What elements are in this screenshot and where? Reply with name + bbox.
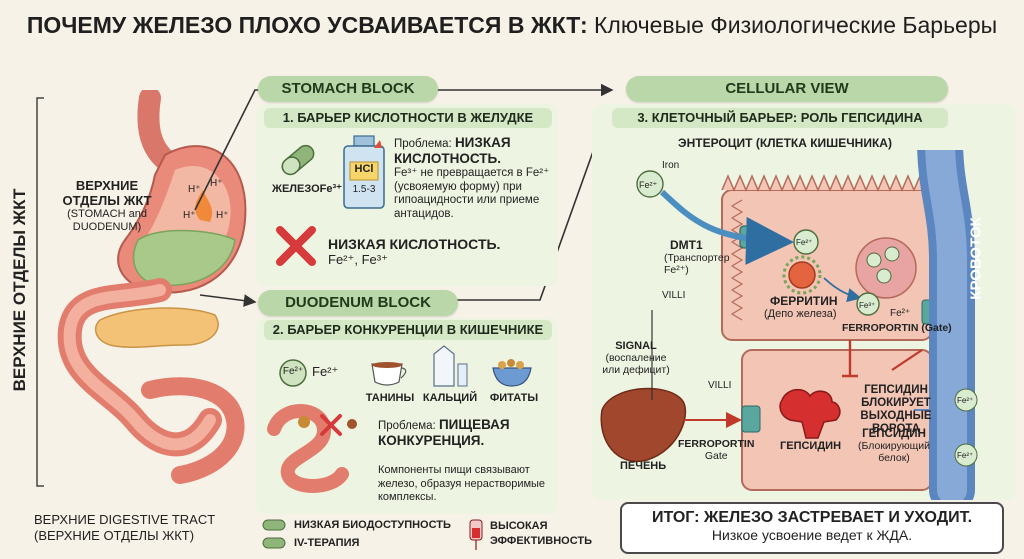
stomach-label-sub: (STOMACH and DUODENUM) <box>67 208 147 233</box>
result-box: ИТОГ: ЖЕЛЕЗО ЗАСТРЕВАЕТ И УХОДИТ. Низкое… <box>620 502 1004 554</box>
tea-cup-icon <box>371 362 407 386</box>
red-x-icon <box>276 226 316 266</box>
result-sub: Низкое усвоение ведет к ЖДА. <box>711 527 913 543</box>
ferritin-label: ФЕРРИТИН <box>770 294 838 308</box>
intestine-blocked-icon <box>267 404 357 493</box>
page-title: ПОЧЕМУ ЖЕЛЕЗО ПЛОХО УСВАИВАЕТСЯ В ЖКТ: К… <box>0 12 1024 39</box>
fe-circle-icon <box>279 359 307 387</box>
liver-label: ПЕЧЕНЬ <box>620 460 667 472</box>
hcl-label: HCl <box>354 163 374 175</box>
svg-text:Fe²⁺: Fe²⁺ <box>796 238 812 247</box>
food-item-2: КАЛЬЦИЙ <box>422 392 478 404</box>
stomach-label: ВЕРХНИЕ ОТДЕЛЫ ЖКТ (STOMACH and DUODENUM… <box>52 178 162 234</box>
signal-label: SIGNAL (воспаление или дефицит) <box>596 340 676 376</box>
villi-label-1: VILLI <box>662 290 686 301</box>
ferroportin-gate-text: FERROPORTIN (Gate) <box>842 322 952 334</box>
svg-text:Fe²⁺: Fe²⁺ <box>957 396 973 405</box>
ferroportin2-label: FERROPORTIN Gate <box>678 438 754 462</box>
cellular-heading: 3. КЛЕТОЧНЫЙ БАРЬЕР: РОЛЬ ГЕПСИДИНА <box>612 108 948 128</box>
duodenum-heading: 2. БАРЬЕР КОНКУРЕНЦИИ В КИШЕЧНИКЕ <box>264 320 552 340</box>
legend-item-2: IV-ТЕРАПИЯ <box>294 537 360 549</box>
duodenum-block-pill: DUODENUM BLOCK <box>258 290 458 316</box>
ferroportin-gate-label: FERROPORTIN (Gate) <box>842 322 952 334</box>
capsule-legend-icon-1 <box>262 519 286 531</box>
bottom-title: ВЕРХНИЕ DIGESTIVE TRACT <box>34 512 216 527</box>
stomach-heading: 1. БАРЬЕР КИСЛОТНОСТИ В ЖЕЛУДКЕ <box>264 108 552 128</box>
result-bold: ИТОГ: ЖЕЛЕЗО ЗАСТРЕВАЕТ И УХОДИТ. <box>651 509 973 526</box>
hplus-4: H⁺ <box>216 210 229 221</box>
bloodstream-label: КРОВОТОК <box>967 217 985 300</box>
fe-circle-text: Fe²⁺ <box>282 366 304 377</box>
duodenum-problem-bold: ПИЩЕВАЯ КОНКУРЕНЦИЯ. <box>378 417 510 448</box>
fe2-plain: Fe²⁺ <box>890 308 911 319</box>
food-item-3: ФИТАТЫ <box>489 392 539 404</box>
hplus-3: H⁺ <box>183 210 196 221</box>
hepcidin-blocks-label: ГЕПСИДИН БЛОКИРУЕТ ВЫХОДНЫЕ ВОРОТА <box>860 384 932 435</box>
iron-label: ЖЕЛЕЗОFe³⁺ <box>272 183 342 195</box>
duodenum-problem: Проблема: ПИЩЕВАЯ КОНКУРЕНЦИЯ. <box>378 418 554 449</box>
left-bracket <box>36 97 44 487</box>
svg-text:Fe³⁺: Fe³⁺ <box>859 301 875 310</box>
low-acidity-bold: НИЗКАЯ КИСЛОТНОСТЬ. <box>328 236 501 252</box>
hepcidin2-sub: (Блокирующий белок) <box>857 440 931 464</box>
enterocyte-diagram: Fe²⁺ Fe²⁺ Fe³⁺ Fe²⁺ Fe²⁺ <box>600 150 978 500</box>
title-bold: ПОЧЕМУ ЖЕЛЕЗО ПЛОХО УСВАИВАЕТСЯ В ЖКТ: <box>26 12 588 38</box>
hcl-bottle-icon <box>343 135 385 209</box>
iron-label-cell: Iron <box>662 160 680 171</box>
fe-label: Fe²⁺ <box>312 364 339 379</box>
duodenum-problem-text: Компоненты пищи связывают железо, образу… <box>378 464 546 503</box>
hcl-ph: 1.5-3 <box>352 184 376 195</box>
hepcidin2-label: ГЕПСИДИН (Блокирующий белок) <box>842 428 946 464</box>
hplus-2: H⁺ <box>210 178 223 189</box>
title-rest: Ключевые Физиологические Барьеры <box>594 12 998 38</box>
svg-text:Fe²⁺: Fe²⁺ <box>639 180 658 190</box>
low-acidity-note: НИЗКАЯ КИСЛОТНОСТЬ. Fe²⁺, Fe³⁺ <box>328 236 548 268</box>
low-acidity-sub: Fe²⁺, Fe³⁺ <box>328 252 388 267</box>
bottom-sub: (ВЕРХНИЕ ОТДЕЛЫ ЖКТ) <box>34 528 195 543</box>
dmt1-sub: (Транспортер Fe²⁺) <box>664 252 730 276</box>
legend-item-3: ВЫСОКАЯ ЭФФЕКТИВНОСТЬ <box>490 520 593 547</box>
dmt1-label: DMT1 <box>670 238 703 252</box>
food-item-1: ТАНИНЫ <box>365 392 415 404</box>
bottom-left-title: ВЕРХНИЕ DIGESTIVE TRACT (ВЕРХНИЕ ОТДЕЛЫ … <box>34 512 254 544</box>
svg-text:Fe²⁺: Fe²⁺ <box>957 451 973 460</box>
ferroportin2-bold: FERROPORTIN <box>678 438 755 450</box>
stomach-illustration: H⁺ H⁺ H⁺ H⁺ <box>57 90 247 484</box>
hplus-1: H⁺ <box>188 184 201 195</box>
legend-item-1: НИЗКАЯ БИОДОСТУПНОСТЬ <box>294 519 451 531</box>
hepcidin-label: ГЕПСИДИН <box>780 440 842 452</box>
ferroportin2-sub: Gate <box>704 450 728 462</box>
signal-bold: SIGNAL <box>615 340 657 352</box>
enterocyte-label: ЭНТЕРОЦИТ (КЛЕТКА КИШЕЧНИКА) <box>678 136 892 150</box>
stomach-problem-bold: НИЗКАЯ КИСЛОТНОСТЬ. <box>394 135 511 166</box>
ferritin-sub: (Депо железа) <box>764 308 837 320</box>
villi-label-2: VILLI <box>708 380 732 391</box>
stomach-problem-prefix: Проблема: <box>394 138 455 150</box>
cellular-view-pill: CELLULAR VIEW <box>626 76 948 102</box>
capsule-icon <box>281 144 315 176</box>
stomach-problem: Проблема: НИЗКАЯ КИСЛОТНОСТЬ. Fe³⁺ не пр… <box>394 136 554 221</box>
milk-carton-icon <box>433 345 468 387</box>
hepcidin2-bold: ГЕПСИДИН <box>862 428 926 440</box>
cereal-bowl-icon <box>492 359 532 387</box>
stomach-label-bold: ВЕРХНИЕ ОТДЕЛЫ ЖКТ <box>62 178 152 208</box>
stomach-problem-text: Fe³⁺ не превращается в Fe²⁺ (усвояемую ф… <box>394 167 550 220</box>
duodenum-problem-prefix: Проблема: <box>378 420 439 432</box>
iv-bag-icon <box>469 519 483 550</box>
stomach-block-pill: STOMACH BLOCK <box>258 76 438 102</box>
signal-sub: (воспаление или дефицит) <box>602 352 670 376</box>
capsule-legend-icon-2 <box>262 537 286 549</box>
